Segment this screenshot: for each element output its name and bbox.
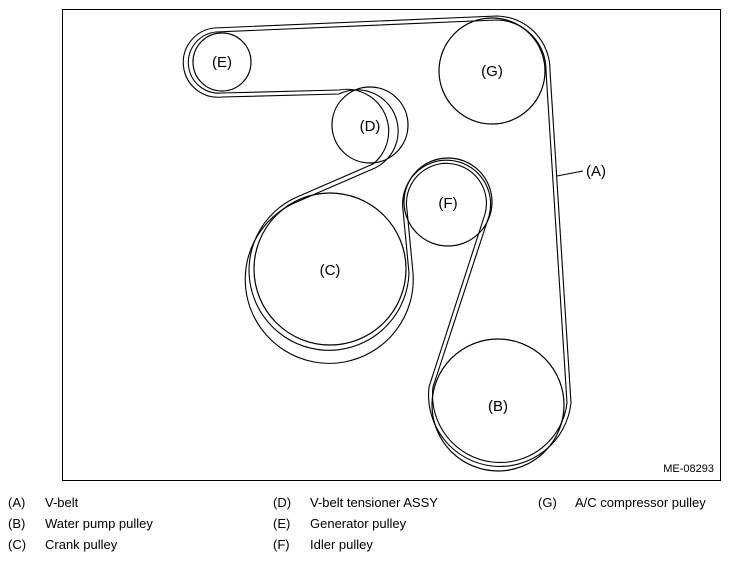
pulley-label-f: (F) bbox=[438, 195, 457, 212]
legend-key: (F) bbox=[273, 537, 290, 552]
pulley-label-c: (C) bbox=[320, 262, 341, 279]
legend-item: (G) A/C compressor pulley bbox=[538, 495, 728, 516]
legend-item: (B) Water pump pulley bbox=[8, 516, 258, 537]
legend-column-2: (D) V-belt tensioner ASSY (E) Generator … bbox=[273, 495, 523, 558]
v-belt-outer bbox=[182, 15, 572, 467]
legend-column-1: (A) V-belt (B) Water pump pulley (C) Cra… bbox=[8, 495, 258, 558]
belt-diagram-svg: (E) (G) (D) (F) (C) (B) (A) bbox=[182, 15, 606, 472]
pulley-g bbox=[438, 17, 546, 125]
legend-text: Crank pulley bbox=[45, 537, 118, 552]
legend-key: (B) bbox=[8, 516, 26, 531]
legend-text: Water pump pulley bbox=[45, 516, 153, 531]
legend-text: Idler pulley bbox=[310, 537, 373, 552]
pulley-d bbox=[331, 86, 409, 164]
pulley-f bbox=[403, 157, 493, 247]
pulley-label-e: (E) bbox=[212, 54, 232, 71]
legend-item: (C) Crank pulley bbox=[8, 537, 258, 558]
legend-item: (D) V-belt tensioner ASSY bbox=[273, 495, 523, 516]
v-belt-inner bbox=[187, 19, 568, 463]
legend-key: (C) bbox=[8, 537, 27, 552]
legend-key: (E) bbox=[273, 516, 291, 531]
legend-key: (G) bbox=[538, 495, 557, 510]
legend-item: (A) V-belt bbox=[8, 495, 258, 516]
legend-text: Generator pulley bbox=[310, 516, 407, 531]
legend-key: (A) bbox=[8, 495, 26, 510]
pulley-label-b: (B) bbox=[488, 398, 508, 415]
belt-routing-diagram: (E) (G) (D) (F) (C) (B) (A) ME-08293 bbox=[62, 9, 721, 481]
figure-id-code: ME-08293 bbox=[663, 463, 714, 475]
pulley-label-g: (G) bbox=[481, 63, 503, 80]
legend-text: V-belt bbox=[45, 495, 79, 510]
legend-column-3: (G) A/C compressor pulley bbox=[538, 495, 728, 516]
legend-item: (F) Idler pulley bbox=[273, 537, 523, 558]
pulley-b bbox=[431, 338, 565, 472]
legend-text: A/C compressor pulley bbox=[575, 495, 706, 510]
pulley-label-d: (D) bbox=[360, 118, 381, 135]
pulley-e bbox=[192, 32, 252, 92]
belt-callout-leader bbox=[556, 170, 584, 177]
belt-callout-label: (A) bbox=[586, 163, 606, 180]
legend-key: (D) bbox=[273, 495, 292, 510]
pulley-c bbox=[253, 192, 407, 346]
legend-text: V-belt tensioner ASSY bbox=[310, 495, 438, 510]
legend-item: (E) Generator pulley bbox=[273, 516, 523, 537]
